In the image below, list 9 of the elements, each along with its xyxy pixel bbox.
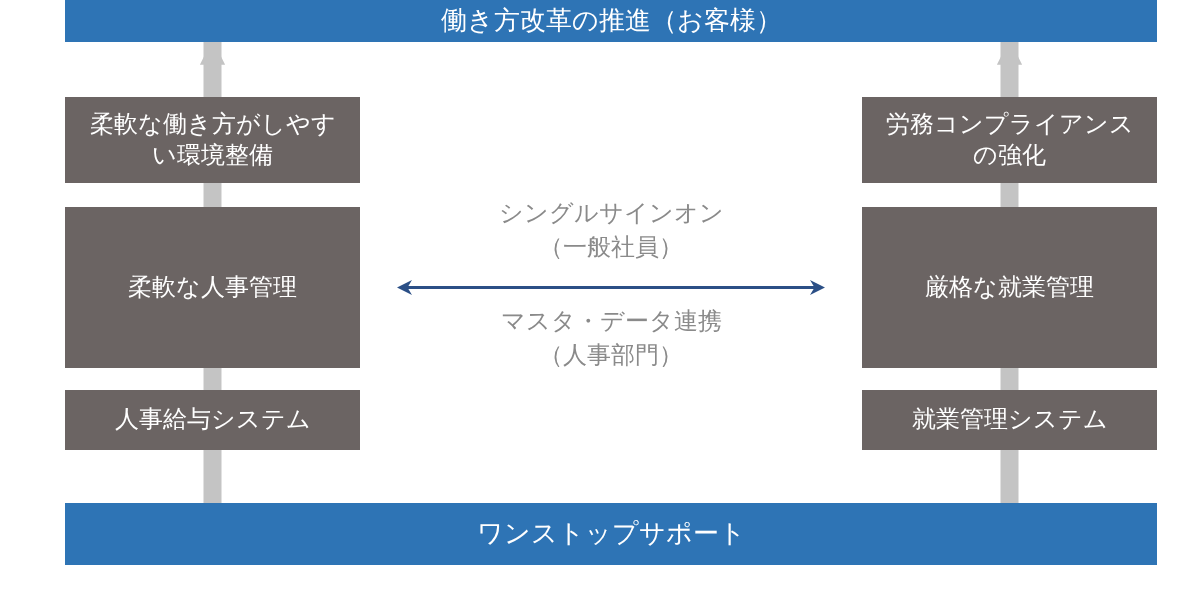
- system-box: 人事給与システム: [65, 390, 360, 450]
- bottom-band: ワンストップサポート: [65, 503, 1157, 565]
- system-box: 就業管理システム: [862, 390, 1157, 450]
- arrow: [397, 280, 825, 295]
- goal-box: 柔軟な働き方がしやすい環境整備: [65, 97, 360, 183]
- top-band: 働き方改革の推進（お客様）: [65, 0, 1157, 42]
- process-box: 柔軟な人事管理: [65, 207, 360, 368]
- goal-box: 労務コンプライアンスの強化: [862, 97, 1157, 183]
- process-box: 厳格な就業管理: [862, 207, 1157, 368]
